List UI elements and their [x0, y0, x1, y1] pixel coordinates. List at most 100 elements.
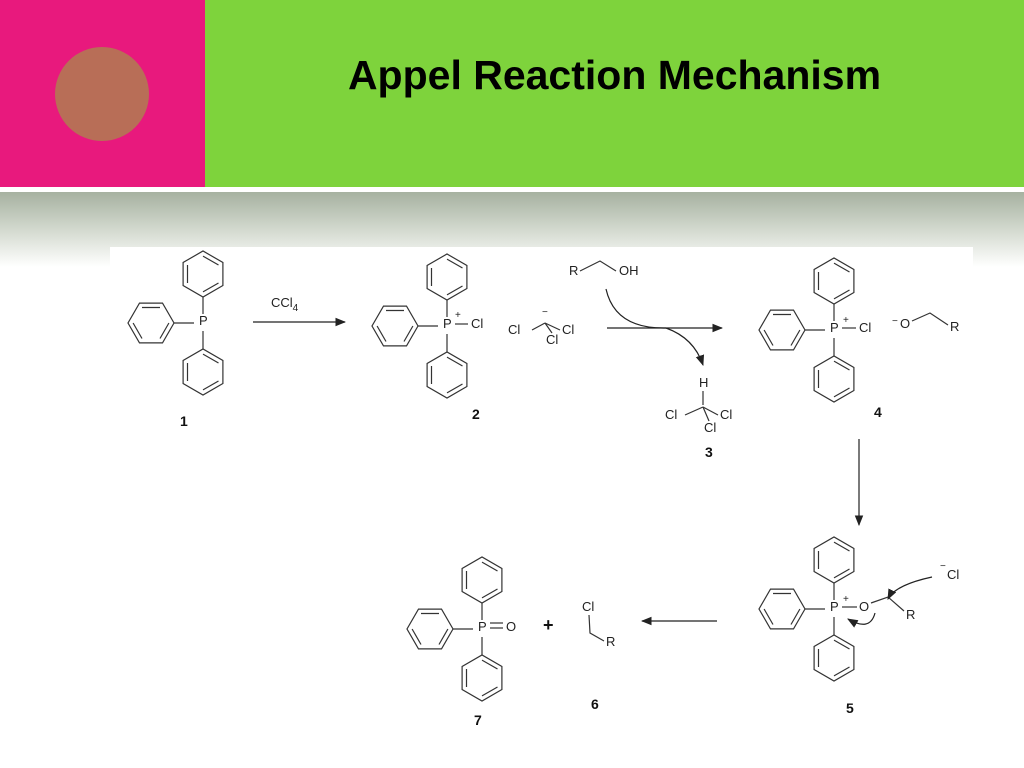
anion-c-cl-left: [531, 322, 546, 331]
anion-cl-bottom: Cl: [546, 332, 558, 347]
c6-r: R: [606, 634, 615, 649]
c5-r: R: [906, 607, 915, 622]
phenyl-rings: [127, 250, 855, 702]
c4-left-phenyl-double-bond-1: [790, 329, 801, 346]
c4-bottom-phenyl: [813, 355, 855, 403]
c5-left-phenyl: [758, 588, 806, 630]
bonds: [174, 260, 949, 655]
reagent-ccl4: CCl4: [271, 295, 299, 314]
c4-r: R: [950, 319, 959, 334]
reaction-scheme-svg: P 1 CCl4 P + Cl 2 − Cl Cl Cl R OH H Cl C…: [127, 250, 959, 728]
curved-arrow-alcohol: [605, 288, 667, 329]
c4-top-phenyl-double-bond-3: [833, 262, 850, 273]
c7-left-phenyl-double-bond-1: [438, 628, 449, 645]
header-divider: [0, 187, 1024, 192]
c2-top-phenyl: [426, 253, 468, 301]
chloride-ion: Cl: [947, 567, 959, 582]
c6-chain: [588, 614, 605, 642]
c2-charge: +: [455, 310, 461, 321]
plus-sign: +: [543, 615, 554, 635]
c6-cl: Cl: [582, 599, 594, 614]
c1-top-phenyl-double-bond-3: [202, 255, 219, 266]
c2-left-phenyl-double-bond-1: [403, 325, 414, 342]
curved-arrow-chloride-attack: [887, 576, 933, 600]
c3-c-cl-left: [684, 406, 704, 416]
c5-left-phenyl-double-bond-1: [790, 608, 801, 625]
c1-left-phenyl-double-bond-1: [159, 322, 170, 339]
c3-cl-bottom: Cl: [704, 420, 716, 435]
c1-top-phenyl: [182, 250, 224, 298]
anion-cl-right: Cl: [562, 322, 574, 337]
c2-bottom-phenyl: [426, 351, 468, 399]
alcohol-oh: OH: [619, 263, 639, 278]
alcohol-r: R: [569, 263, 578, 278]
compound-2-number: 2: [472, 406, 480, 422]
c7-oxygen: O: [506, 619, 516, 634]
c7-left-phenyl: [406, 608, 454, 650]
c7-bottom-phenyl: [461, 654, 503, 702]
c5-charge: +: [843, 594, 849, 605]
c2-top-phenyl-double-bond-1: [446, 285, 463, 296]
c4-bottom-phenyl-double-bond-1: [833, 387, 850, 398]
reaction-scheme: P 1 CCl4 P + Cl 2 − Cl Cl Cl R OH H Cl C…: [110, 247, 973, 747]
c4-oxygen: O: [900, 316, 910, 331]
c7-top-phenyl-double-bond-3: [481, 561, 498, 572]
compound-3-number: 3: [705, 444, 713, 460]
decorative-circle: [55, 47, 149, 141]
c2-left-phenyl: [371, 305, 419, 347]
anion-c-cl-right: [544, 322, 561, 331]
alcohol-chain: [579, 260, 617, 272]
c1-phosphorus: P: [199, 313, 208, 328]
c5-top-phenyl-double-bond-1: [833, 568, 850, 579]
c7-top-phenyl: [461, 556, 503, 604]
c4-chloride: Cl: [859, 320, 871, 335]
c5-left-phenyl-double-bond-2: [763, 608, 774, 625]
c7-phosphorus: P: [478, 619, 487, 634]
c3-c-cl-bottom: [702, 406, 710, 422]
c3-cl-right: Cl: [720, 407, 732, 422]
c4-top-phenyl: [813, 257, 855, 305]
c2-top-phenyl-double-bond-3: [446, 258, 463, 269]
c1-left-phenyl-double-bond-2: [132, 322, 143, 339]
c4-left-phenyl-double-bond-2: [763, 329, 774, 346]
c2-left-phenyl-double-bond-2: [376, 325, 387, 342]
c1-bottom-phenyl: [182, 348, 224, 396]
c7-top-phenyl-double-bond-1: [481, 588, 498, 599]
green-header-panel: [205, 0, 1024, 187]
anion-cl-left: Cl: [508, 322, 520, 337]
c5-bottom-phenyl-double-bond-3: [833, 639, 850, 650]
compound-7-number: 7: [474, 712, 482, 728]
c5-bottom-phenyl-double-bond-1: [833, 666, 850, 677]
c4-bottom-phenyl-double-bond-3: [833, 360, 850, 371]
c2-bottom-phenyl-double-bond-3: [446, 356, 463, 367]
c3-cl-left: Cl: [665, 407, 677, 422]
c2-chloride: Cl: [471, 316, 483, 331]
c5-bottom-phenyl: [813, 634, 855, 682]
c1-left-phenyl: [127, 302, 175, 344]
c7-bottom-phenyl-double-bond-3: [481, 659, 498, 670]
c4-top-phenyl-double-bond-1: [833, 289, 850, 300]
c2-bottom-phenyl-double-bond-1: [446, 383, 463, 394]
c7-left-phenyl-double-bond-2: [411, 628, 422, 645]
c3-h: H: [699, 375, 708, 390]
c1-bottom-phenyl-double-bond-3: [202, 353, 219, 364]
c1-top-phenyl-double-bond-1: [202, 282, 219, 293]
c4-phosphorus: P: [830, 320, 839, 335]
slide-title: Appel Reaction Mechanism: [347, 52, 882, 98]
curved-arrow-o-p-cleavage: [847, 612, 876, 628]
c7-bottom-phenyl-double-bond-1: [481, 686, 498, 697]
c5-top-phenyl: [813, 536, 855, 584]
c2-phosphorus: P: [443, 316, 452, 331]
c1-bottom-phenyl-double-bond-1: [202, 380, 219, 391]
anion-charge: −: [542, 307, 548, 318]
compound-1-number: 1: [180, 413, 188, 429]
anion-c-cl-bottom: [544, 322, 553, 334]
curved-arrow-to-chloroform: [665, 327, 705, 367]
compound-6-number: 6: [591, 696, 599, 712]
c4-alkoxide-chain: [911, 312, 949, 326]
c5-alkyl-chain: [870, 596, 905, 612]
c4-left-phenyl: [758, 309, 806, 351]
c5-top-phenyl-double-bond-3: [833, 541, 850, 552]
compound-5-number: 5: [846, 700, 854, 716]
chloride-charge: −: [940, 561, 946, 572]
